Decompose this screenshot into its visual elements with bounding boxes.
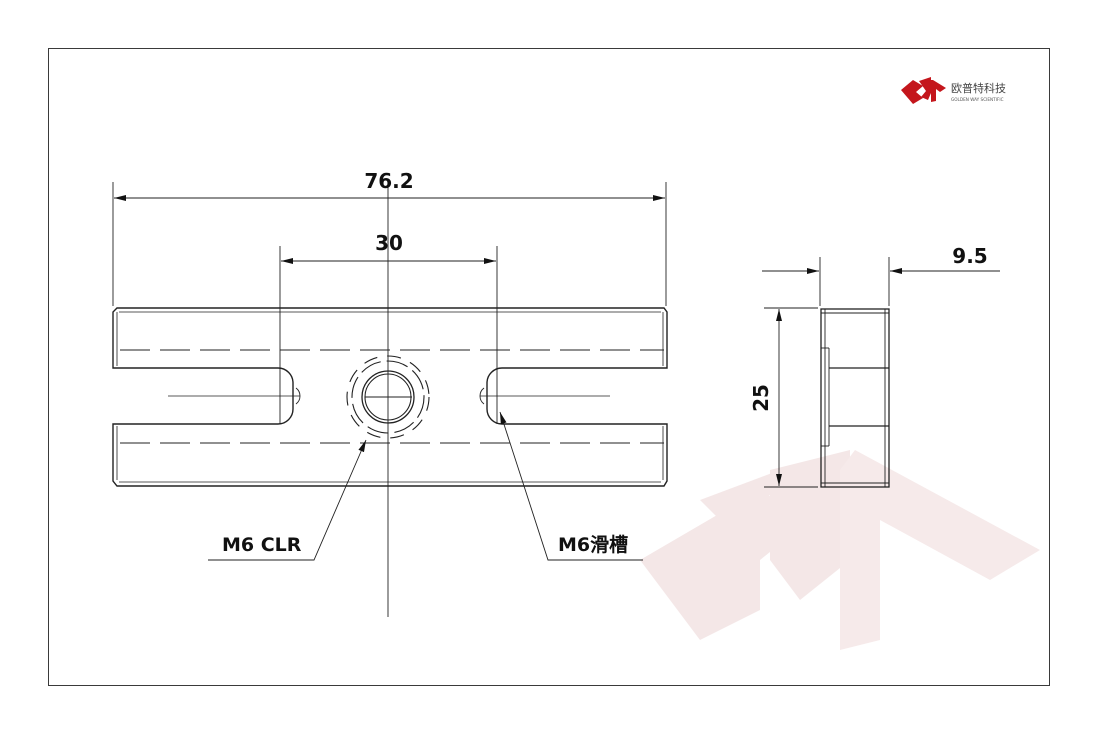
- slot-callout: M6滑槽: [558, 533, 628, 556]
- brand-logo-icon: [901, 77, 946, 104]
- drawing-sheet: [48, 48, 1050, 686]
- height-label: 25: [749, 384, 773, 412]
- center-hole-callout: M6 CLR: [222, 534, 302, 556]
- overall-width-label: 76.2: [364, 169, 413, 193]
- slot-leader: [499, 411, 643, 561]
- thickness-label: 9.5: [952, 244, 987, 268]
- side-view: [820, 308, 890, 488]
- front-view: [112, 185, 668, 617]
- watermark-logo-icon: [640, 450, 1040, 650]
- center-hole-leader: [208, 439, 367, 561]
- brand-name-cn: 欧普特科技: [951, 81, 1006, 95]
- hole-spacing-label: 30: [375, 231, 403, 255]
- brand-name-en: GOLDEN WAY SCIENTIFIC: [951, 97, 1004, 102]
